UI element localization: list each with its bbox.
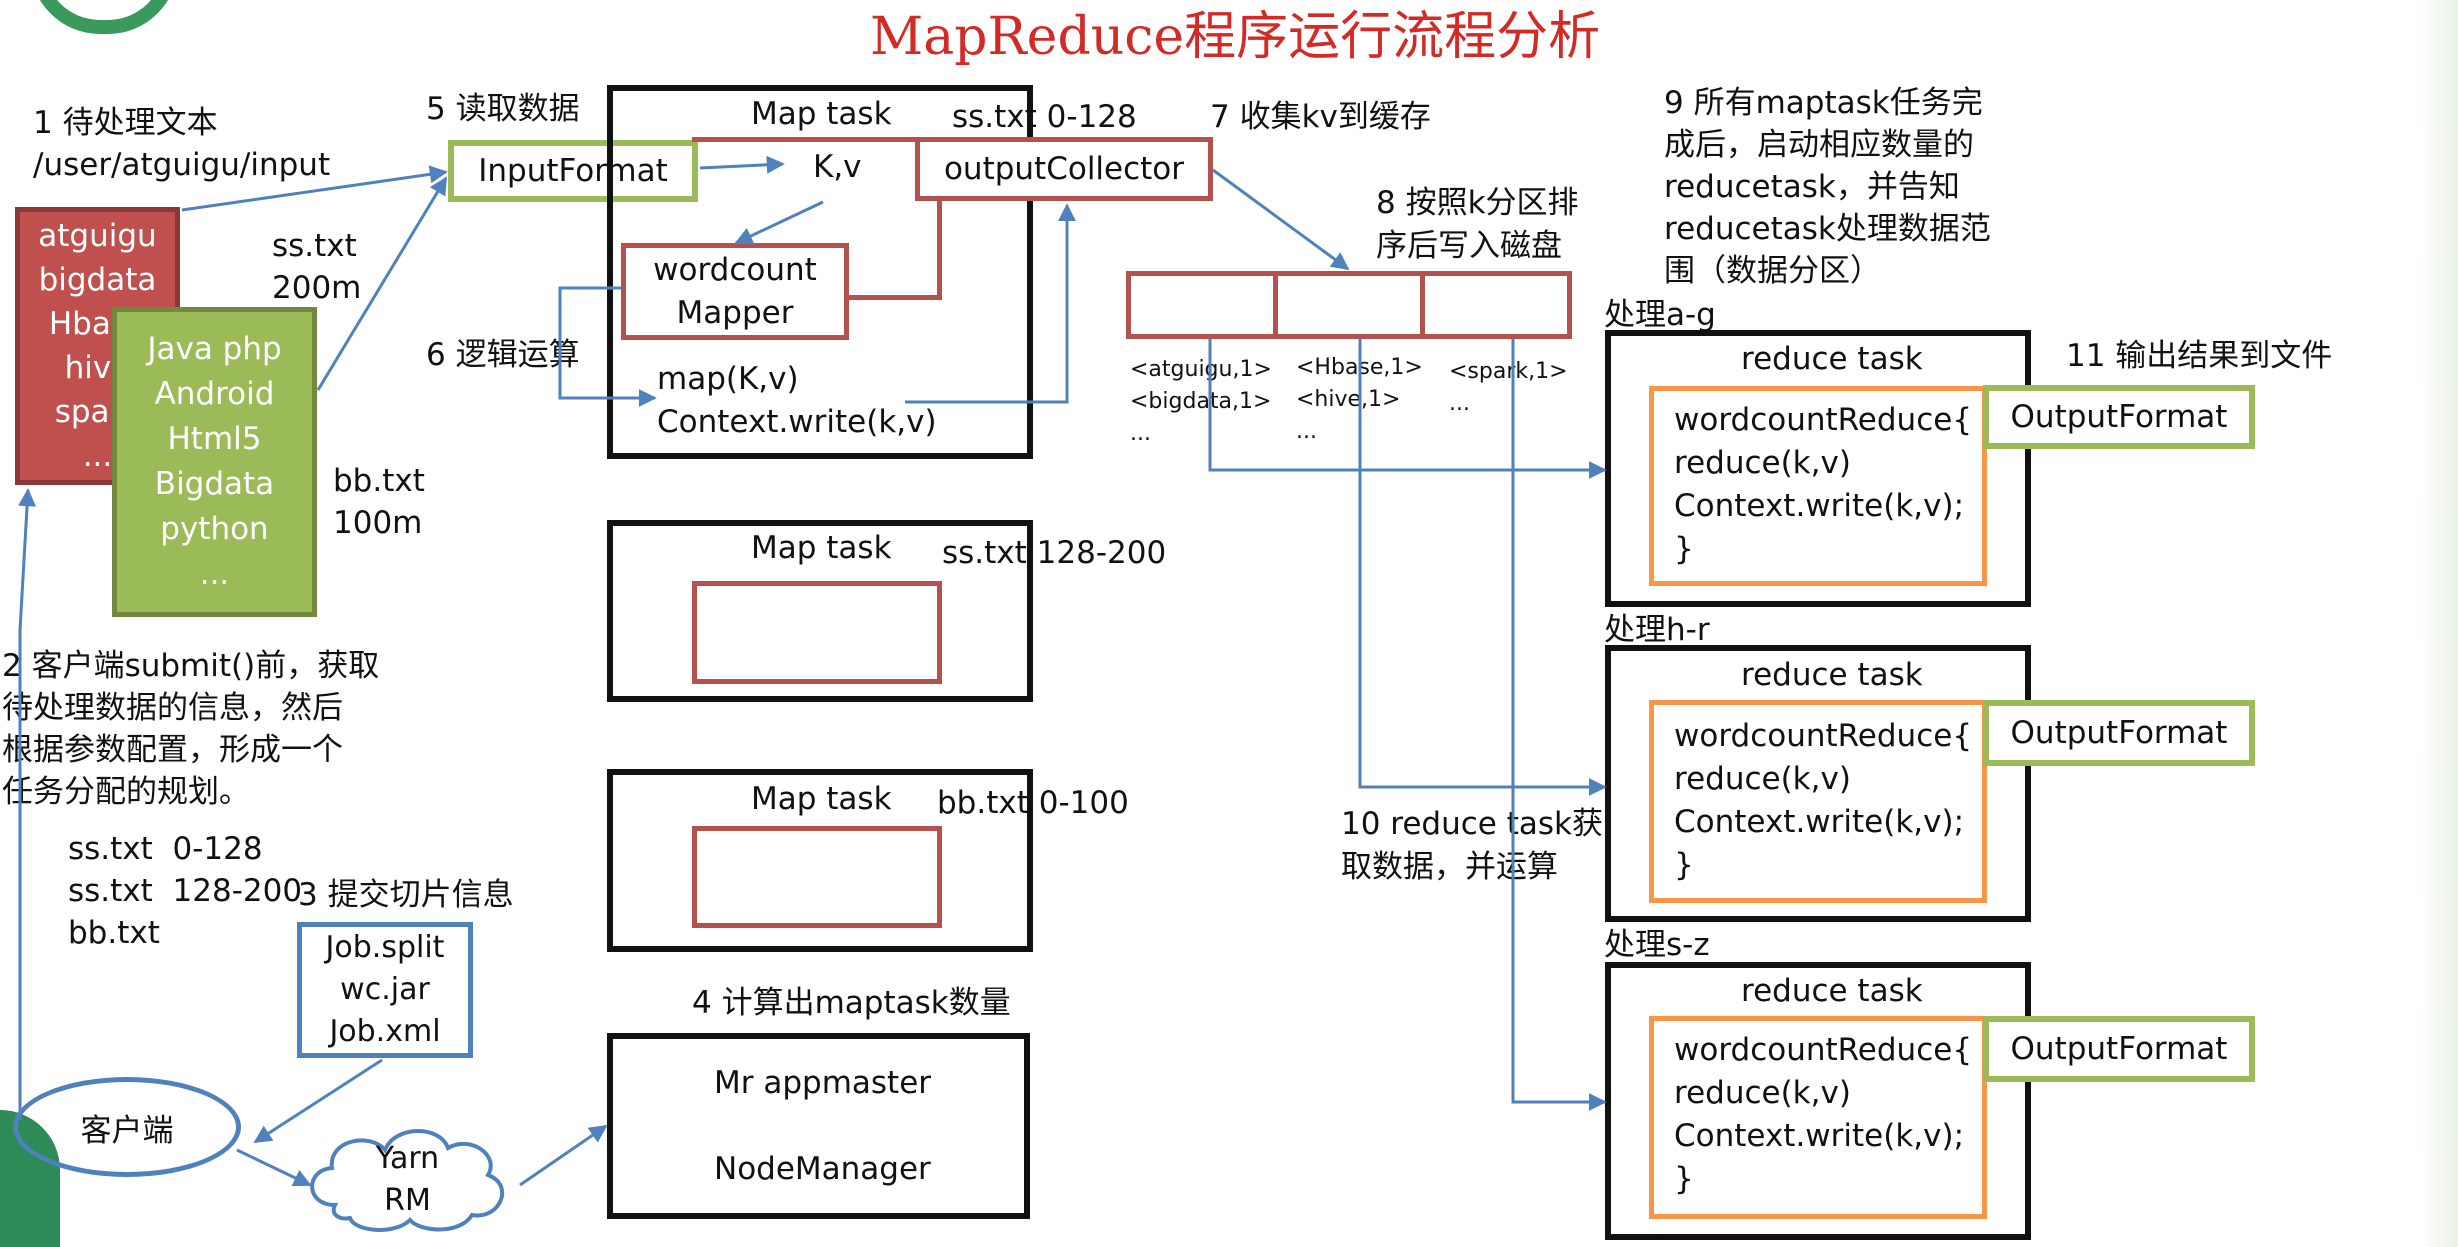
map-task-3-title: Map task: [751, 781, 892, 817]
reduce-code-1: wordcountReduce{ reduce(k,v) Context.wri…: [1674, 402, 1973, 567]
step-8-label: 8 按照k分区排 序后写入磁盘: [1376, 185, 1579, 264]
output-format-1: OutputFormat: [1983, 385, 2255, 449]
step-3-label: 3 提交切片信息: [298, 877, 514, 913]
file-bb-name: bb.txt 100m: [333, 463, 425, 541]
appmaster-box: [607, 1033, 1030, 1219]
mapper-box: wordcount Mapper: [621, 243, 849, 340]
logo-decoration: [30, 0, 178, 34]
map-task-2-inner: [692, 581, 942, 684]
yarn-cloud-icon: [300, 1120, 515, 1235]
job-files-box: Job.split wc.jar Job.xml: [297, 922, 473, 1058]
appmaster-label: Mr appmaster: [714, 1065, 932, 1101]
map-task-2: [607, 520, 1033, 702]
reduce-code-3: wordcountReduce{ reduce(k,v) Context.wri…: [1674, 1032, 1973, 1197]
map-task-3-inner: [692, 826, 942, 928]
reduce-code-box-1: [1649, 386, 1987, 586]
client-node: 客户端: [13, 1077, 241, 1177]
output-format-2: OutputFormat: [1983, 700, 2255, 766]
map-task-2-split: ss.txt 128-200: [942, 535, 1167, 571]
map-task-3-split: bb.txt 0-100: [937, 785, 1129, 821]
reduce-task-3: [1605, 962, 2031, 1240]
partition-1: [1126, 271, 1278, 339]
input-format-box: InputFormat: [448, 140, 698, 202]
reduce-code-2: wordcountReduce{ reduce(k,v) Context.wri…: [1674, 718, 1973, 883]
map-task-2-title: Map task: [751, 530, 892, 566]
step-4-label: 4 计算出maptask数量: [692, 985, 1011, 1021]
step-10-label: 10 reduce task获 取数据，并运算: [1341, 806, 1603, 885]
step-6-label: 6 逻辑运算: [426, 337, 580, 373]
yarn-label: Yarn RM: [375, 1141, 440, 1218]
step-7-label: 7 收集kv到缓存: [1210, 99, 1431, 135]
reduce-task-2: [1605, 645, 2031, 922]
map-task-1-title: Map task: [751, 96, 892, 132]
partition-1-entries: <atguigu,1> <bigdata,1> ...: [1130, 357, 1272, 446]
reduce-range-1: 处理a-g: [1604, 297, 1716, 333]
step-2-label: 2 客户端submit()前，获取 待处理数据的信息，然后 根据参数配置，形成一…: [2, 648, 380, 810]
partition-3: [1420, 271, 1572, 339]
reduce-code-box-3: [1649, 1016, 1987, 1219]
reduce-range-3: 处理s-z: [1604, 927, 1710, 963]
reduce-task-1: [1605, 330, 2031, 607]
corner-decoration-right: [2420, 0, 2458, 1247]
split-list: ss.txt 0-128 ss.txt 128-200 bb.txt: [68, 831, 303, 951]
nodemanager-label: NodeManager: [714, 1151, 931, 1187]
kv-label: K,v: [813, 149, 862, 185]
reduce-task-3-title: reduce task: [1741, 973, 1923, 1009]
map-task-3: [607, 769, 1033, 952]
step-1-label: 1 待处理文本 /user/atguigu/input: [33, 105, 331, 183]
input-file-bb: Java php Android Html5 Bigdata python ..…: [112, 307, 317, 617]
file-ss-name: ss.txt 200m: [272, 228, 362, 306]
step-9-label: 9 所有maptask任务完 成后，启动相应数量的 reducetask，并告知…: [1664, 85, 1991, 289]
partition-3-entries: <spark,1> ...: [1449, 359, 1568, 416]
reduce-code-box-2: [1649, 700, 1987, 903]
reduce-task-1-title: reduce task: [1741, 341, 1923, 377]
reduce-task-2-title: reduce task: [1741, 657, 1923, 693]
partition-2-entries: <Hbase,1> <hive,1> ...: [1296, 355, 1423, 444]
diagram-title: MapReduce程序运行流程分析: [870, 7, 1601, 67]
map-code: map(K,v) Context.write(k,v): [657, 361, 937, 440]
step-11-label: 11 输出结果到文件: [2066, 338, 2333, 374]
map-task-1-split: ss.txt 0-128: [952, 99, 1137, 135]
output-format-3: OutputFormat: [1983, 1016, 2255, 1082]
reduce-range-2: 处理h-r: [1604, 612, 1710, 648]
step-5-label: 5 读取数据: [426, 91, 580, 127]
partition-2: [1273, 271, 1425, 339]
output-collector-box: outputCollector: [915, 137, 1213, 201]
